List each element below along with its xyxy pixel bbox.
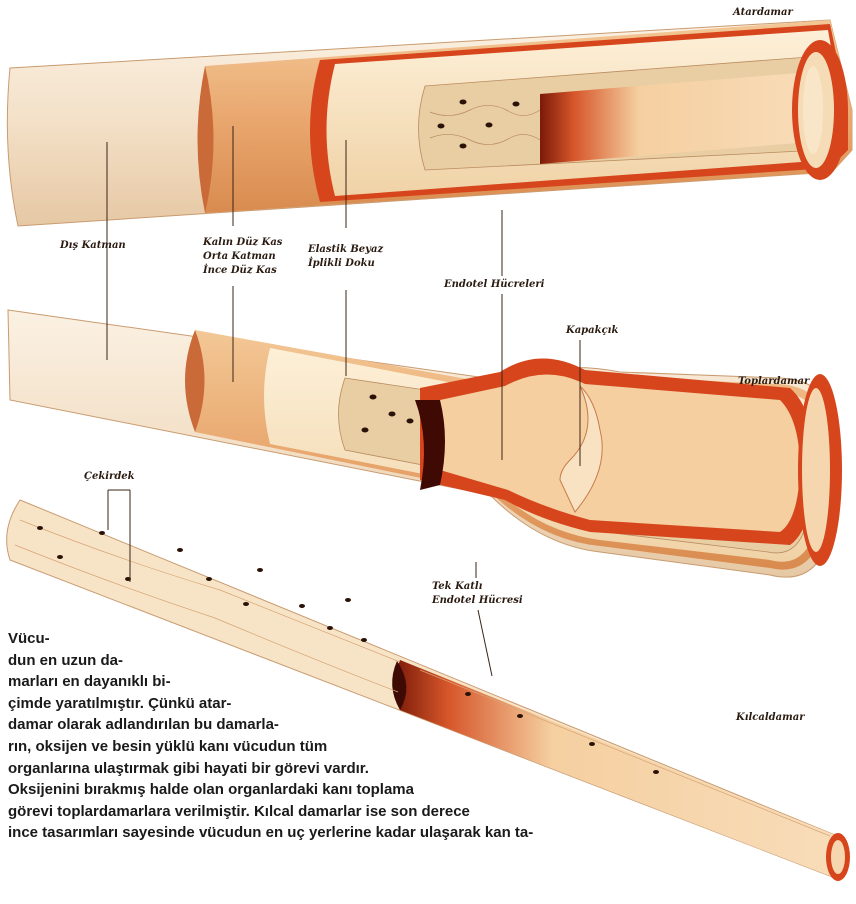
- caption: Vücu-dun en uzun da-marları en dayanıklı…: [8, 628, 853, 844]
- muscle-layers-label: Kalın Düz Kas Orta Katman İnce Düz Kas: [203, 236, 282, 278]
- caption-line: marları en dayanıklı bi-: [8, 671, 853, 693]
- valve-label: Kapakçık: [566, 324, 618, 338]
- endothelial-cells-label: Endotel Hücreleri: [444, 278, 544, 292]
- caption-line: rın, oksijen ve besin yüklü kanı vücudun…: [8, 736, 853, 758]
- vein: [8, 310, 842, 577]
- outer-layer-label: Dış Katman: [60, 239, 126, 253]
- caption-line: çimde yaratılmıştır. Çünkü atar-: [8, 693, 853, 715]
- caption-line: Vücu-: [8, 628, 853, 650]
- caption-line: organlarına ulaştırmak gibi hayati bir g…: [8, 758, 853, 780]
- single-layer-endothelium-label: Tek Katlı Endotel Hücresi: [432, 580, 523, 608]
- nucleus-label: Çekirdek: [84, 470, 135, 484]
- artery: [7, 20, 852, 226]
- caption-line: dun en uzun da-: [8, 650, 853, 672]
- caption-line: damar olarak adlandırılan bu damarla-: [8, 714, 853, 736]
- caption-line: görevi toplardamarlara verilmiştir. Kılc…: [8, 801, 853, 823]
- artery-label: Atardamar: [733, 6, 793, 20]
- elastic-tissue-label: Elastik Beyaz İplikli Doku: [308, 243, 383, 271]
- caption-line: ince tasarımları sayesinde vücudun en uç…: [8, 822, 853, 844]
- caption-line: Oksijenini bırakmış halde olan organlard…: [8, 779, 853, 801]
- vein-label: Toplardamar: [738, 375, 809, 389]
